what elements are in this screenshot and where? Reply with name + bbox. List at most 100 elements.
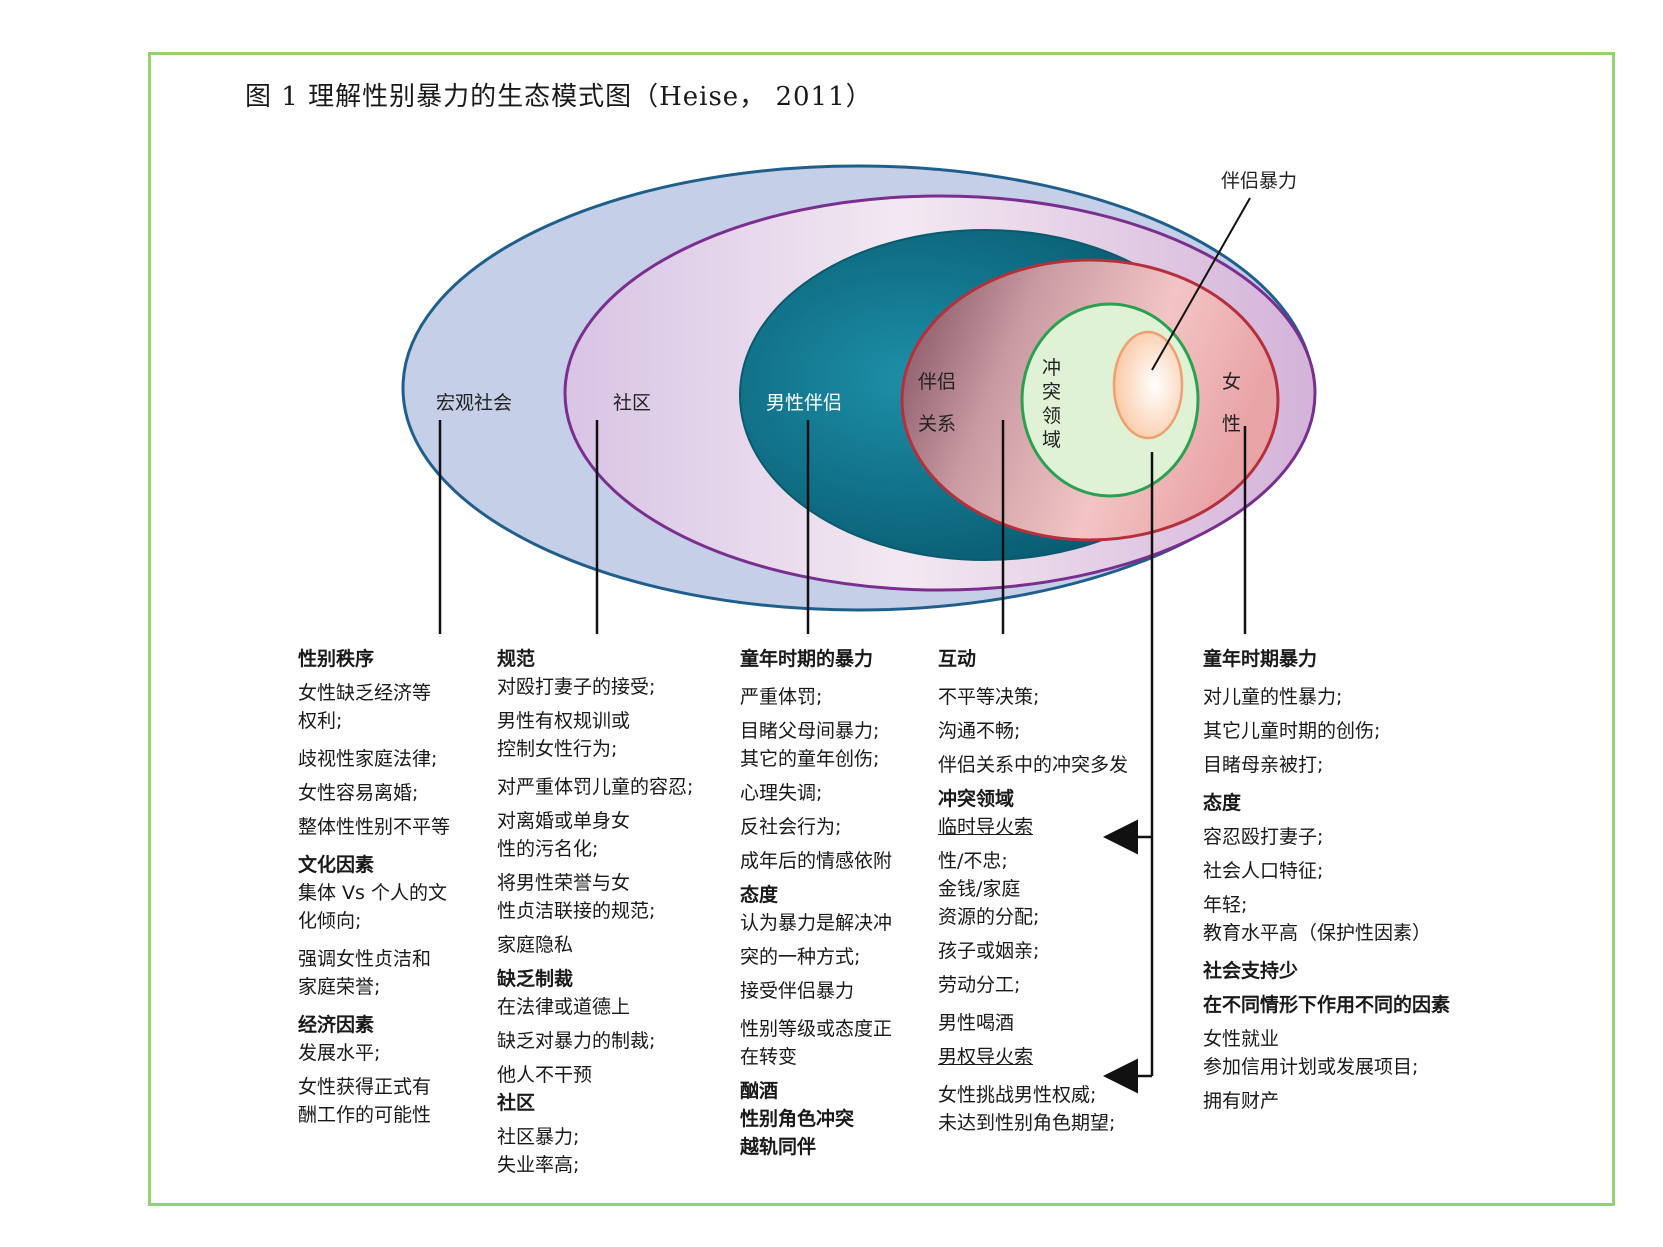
text-line: 拥有财产	[1203, 1090, 1280, 1112]
text-line: 权利;	[298, 710, 343, 732]
label-woman-1: 女	[1222, 371, 1241, 393]
text-line: 在转变	[740, 1046, 798, 1068]
text-line: 对严重体罚儿童的容忍;	[497, 776, 694, 798]
label-conflict-3: 领	[1042, 405, 1061, 427]
patriarchal-trigger-label: 男权导火索	[938, 1046, 1034, 1068]
text-line: 将男性荣誉与女	[497, 872, 631, 894]
text-line: 性贞洁联接的规范;	[497, 900, 656, 922]
text-line: 社区暴力;	[497, 1126, 580, 1148]
text-line: 女性挑战男性权威;	[938, 1084, 1097, 1106]
heading-lack-of-sanctions: 缺乏制裁	[497, 968, 574, 990]
heading-gender-role-conflict: 性别角色冲突	[740, 1108, 855, 1130]
column-male-partner: 童年时期的暴力 严重体罚; 目睹父母间暴力; 其它的童年创伤; 心理失调; 反社…	[740, 645, 940, 1161]
label-community: 社区	[613, 392, 651, 414]
text-line: 资源的分配;	[938, 906, 1040, 928]
text-line: 他人不干预	[497, 1064, 593, 1086]
text-line: 参加信用计划或发展项目;	[1203, 1056, 1419, 1078]
text-line: 歧视性家庭法律;	[298, 748, 438, 770]
text-line: 性/不忠;	[938, 850, 1008, 872]
text-line: 对殴打妻子的接受;	[497, 676, 656, 698]
label-conflict-1: 冲	[1042, 357, 1061, 379]
text-line: 孩子或姻亲;	[938, 940, 1040, 962]
text-line: 控制女性行为;	[497, 738, 618, 760]
text-line: 女性容易离婚;	[298, 782, 419, 804]
text-line: 突的一种方式;	[740, 946, 861, 968]
text-line: 金钱/家庭	[938, 878, 1021, 900]
heading-context-dependent-factors: 在不同情形下作用不同的因素	[1203, 994, 1451, 1016]
ipv-leader-line	[1151, 197, 1251, 371]
text-line: 家庭荣誉;	[298, 976, 381, 998]
text-line: 接受伴侣暴力	[740, 980, 855, 1002]
heading-community: 社区	[497, 1092, 536, 1114]
text-line: 年轻;	[1203, 894, 1248, 916]
text-line: 认为暴力是解决冲	[740, 912, 893, 934]
text-line: 目睹母亲被打;	[1203, 754, 1324, 776]
heading-delinquent-peers: 越轨同伴	[740, 1136, 817, 1158]
text-line: 女性获得正式有	[298, 1076, 432, 1098]
column-community: 规范 对殴打妻子的接受; 男性有权规训或 控制女性行为; 对严重体罚儿童的容忍;…	[497, 645, 727, 1179]
text-line: 对离婚或单身女	[497, 810, 631, 832]
text-line: 整体性性别不平等	[298, 816, 451, 838]
heading-alcohol: 酗酒	[740, 1080, 779, 1102]
text-line: 性别等级或态度正	[740, 1018, 893, 1040]
text-line: 目睹父母间暴力;	[740, 720, 880, 742]
heading-conflict-arena: 冲突领域	[938, 788, 1015, 810]
ecological-model-diagram: 宏观社会 社区 男性伴侣 伴侣 关系 冲 突 领 域 女 性 伴侣暴力	[401, 164, 1317, 634]
text-line: 男性有权规训或	[497, 710, 631, 732]
label-relationship-1: 伴侣	[918, 371, 956, 393]
label-woman-2: 性	[1222, 413, 1241, 435]
text-line: 伴侣关系中的冲突多发	[938, 754, 1129, 776]
heading-attitudes-woman: 态度	[1203, 792, 1242, 814]
label-ipv: 伴侣暴力	[1221, 170, 1297, 192]
text-line: 酬工作的可能性	[298, 1104, 432, 1126]
text-line: 发展水平;	[298, 1042, 381, 1064]
text-line: 缺乏对暴力的制裁;	[497, 1030, 656, 1052]
text-line: 对儿童的性暴力;	[1203, 686, 1343, 708]
text-line: 集体 Vs 个人的文	[298, 882, 447, 904]
figure-frame	[148, 52, 1615, 1206]
text-line: 女性缺乏经济等	[298, 682, 432, 704]
text-line: 性的污名化;	[497, 838, 599, 860]
heading-childhood-violence-woman: 童年时期暴力	[1203, 648, 1318, 670]
text-line: 男性喝酒	[938, 1012, 1015, 1034]
text-line: 化倾向;	[298, 910, 362, 932]
text-line: 在法律或道德上	[497, 996, 631, 1018]
text-line: 沟通不畅;	[938, 720, 1021, 742]
column-macro-society: 性别秩序 女性缺乏经济等 权利; 歧视性家庭法律; 女性容易离婚; 整体性性别不…	[298, 645, 483, 1129]
text-line: 严重体罚;	[740, 686, 823, 708]
text-line: 家庭隐私	[497, 934, 574, 956]
heading-attitudes: 态度	[740, 884, 779, 906]
text-line: 强调女性贞洁和	[298, 948, 432, 970]
label-relationship-2: 关系	[918, 413, 956, 435]
text-line: 其它的童年创伤;	[740, 748, 880, 770]
heading-economic-factors: 经济因素	[298, 1014, 375, 1036]
text-line: 其它儿童时期的创伤;	[1203, 720, 1381, 742]
label-conflict-4: 域	[1042, 429, 1061, 451]
heading-gender-order: 性别秩序	[298, 648, 375, 670]
text-line: 心理失调;	[740, 782, 823, 804]
heading-cultural-factors: 文化因素	[298, 854, 375, 876]
label-conflict-2: 突	[1042, 381, 1061, 403]
text-line: 反社会行为;	[740, 816, 842, 838]
text-line: 社会人口特征;	[1203, 860, 1324, 882]
immediate-trigger-label: 临时导火索	[938, 816, 1034, 838]
heading-norms: 规范	[497, 648, 536, 670]
text-line: 失业率高;	[497, 1154, 580, 1176]
text-line: 教育水平高（保护性因素）	[1203, 922, 1432, 944]
heading-interaction: 互动	[938, 648, 977, 670]
column-relationship: 互动 不平等决策; 沟通不畅; 伴侣关系中的冲突多发 冲突领域 临时导火索 性/…	[938, 645, 1148, 1137]
label-macro: 宏观社会	[436, 392, 512, 414]
heading-low-social-support: 社会支持少	[1203, 960, 1299, 982]
ipv-core-ellipse	[1112, 330, 1184, 440]
text-line: 未达到性别角色期望;	[938, 1112, 1116, 1134]
text-line: 女性就业	[1203, 1028, 1280, 1050]
text-line: 劳动分工;	[938, 974, 1021, 996]
heading-childhood-violence: 童年时期的暴力	[740, 648, 874, 670]
text-line: 容忍殴打妻子;	[1203, 826, 1324, 848]
label-male-partner: 男性伴侣	[766, 392, 842, 414]
text-line: 不平等决策;	[938, 686, 1040, 708]
text-line: 成年后的情感依附	[740, 850, 893, 872]
column-woman: 童年时期暴力 对儿童的性暴力; 其它儿童时期的创伤; 目睹母亲被打; 态度 容忍…	[1203, 645, 1498, 1115]
figure-title: 图 1 理解性别暴力的生态模式图（Heise， 2011）	[245, 82, 873, 112]
